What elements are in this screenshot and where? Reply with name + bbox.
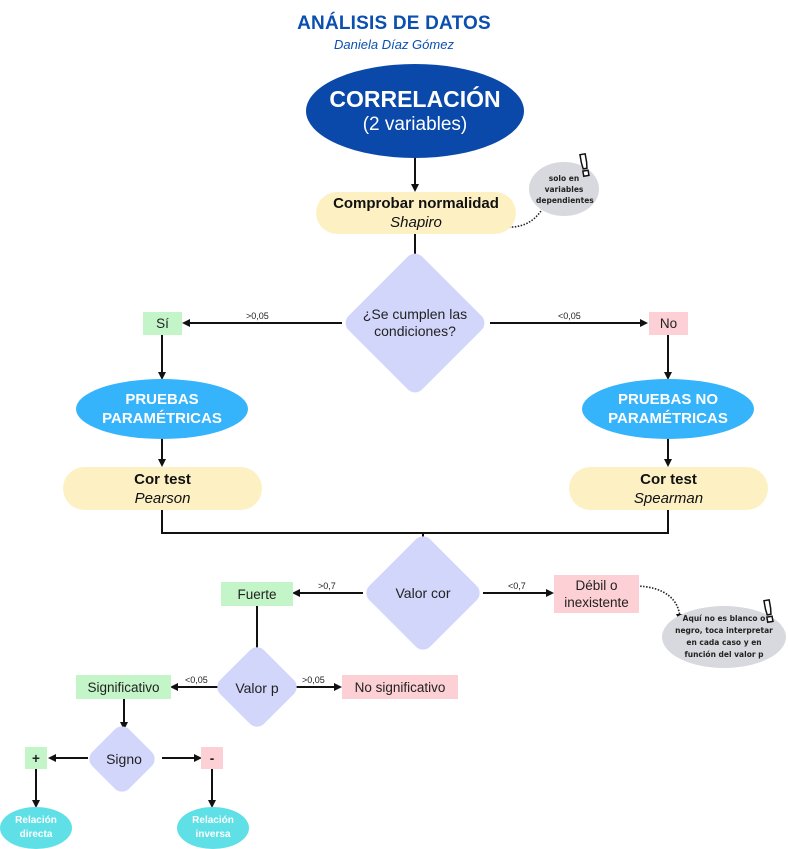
p-value-label: Valor p [235,679,279,696]
pearson-title: Cor test [134,470,191,488]
node-pearson: Cor test Pearson [63,467,262,510]
note-weak: Aquí no es blanco o negro, toca interpre… [662,606,786,668]
note-pointer-weak [633,585,684,622]
note-normality: solo en variables dependientes [529,162,599,216]
node-strong: Fuerte [221,582,293,606]
edge-label-not-significant: >0,05 [302,675,325,685]
correlation-title: CORRELACIÓN [329,85,501,112]
node-yes: Sí [143,312,182,335]
page-title: ANÁLISIS DE DATOS [297,13,491,34]
node-spearman: Cor test Spearman [569,467,768,510]
spearman-subtitle: Spearman [633,489,704,507]
spearman-title: Cor test [640,470,697,488]
author: Daniela Díaz Gómez [334,37,454,52]
sign-label: Signo [106,750,142,767]
conditions-text: ¿Se cumplen las condiciones? [362,306,468,339]
edge-label-yes: >0,05 [246,311,269,321]
node-no: No [649,312,688,335]
correlation-subtitle: (2 variables) [362,113,468,135]
node-correlation: CORRELACIÓN (2 variables) [306,64,524,158]
edge-label-strong: >0,7 [318,581,336,591]
edge-tests-merge [161,510,669,534]
normality-title: Comprobar normalidad [333,195,499,212]
node-not-significant: No significativo [342,675,458,699]
edge-label-no: <0,05 [558,311,581,321]
pearson-subtitle: Pearson [134,489,191,507]
cor-value-label: Valor cor [395,584,451,601]
node-direct: Relación directa [0,807,72,849]
node-nonparametric: PRUEBAS NO PARAMÉTRICAS [582,379,754,439]
node-significant: Significativo [76,675,171,699]
note-normality-text: solo en variables dependientes [536,173,594,205]
node-inverse: Relación inversa [177,807,249,849]
node-plus: + [25,747,47,769]
weak-label: Débil o inexistente [564,578,629,610]
node-normality: Comprobar normalidad Shapiro [316,192,516,234]
node-minus: - [201,747,223,769]
direct-label: Relación directa [15,815,57,840]
edge-label-significant: <0,05 [185,675,208,685]
parametric-label: PRUEBAS PARAMÉTRICAS [102,391,222,427]
node-parametric: PRUEBAS PARAMÉTRICAS [76,379,248,439]
inverse-label: Relación inversa [192,815,234,840]
conditions-label: ¿Se cumplen las condiciones? [340,305,490,341]
note-weak-text: Aquí no es blanco o negro, toca interpre… [675,614,773,659]
nonparametric-label: PRUEBAS NO PARAMÉTRICAS [608,391,728,427]
edge-label-weak: <0,7 [508,581,526,591]
normality-subtitle: Shapiro [390,214,442,231]
node-weak: Débil o inexistente [554,575,639,613]
